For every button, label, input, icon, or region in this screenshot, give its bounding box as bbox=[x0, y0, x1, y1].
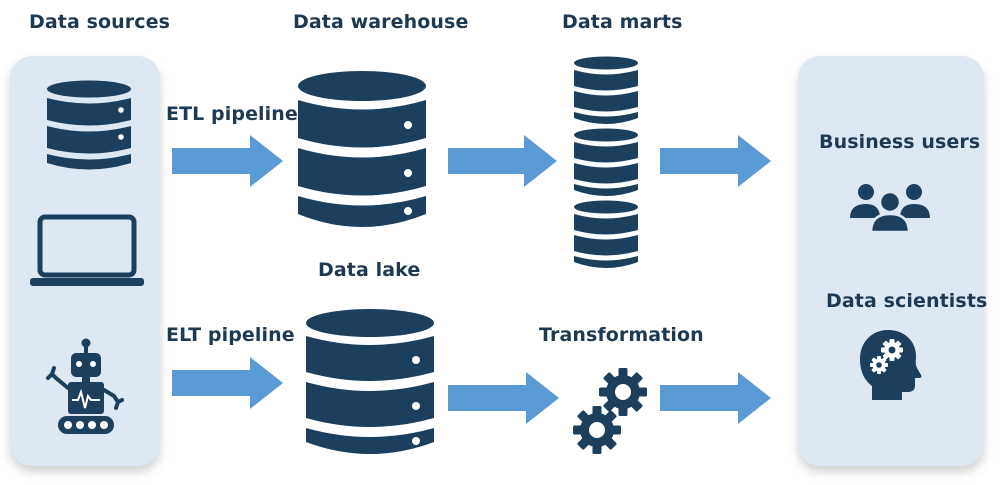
data-warehouse-label: Data warehouse bbox=[293, 11, 469, 33]
head-gears-icon bbox=[860, 330, 922, 400]
database-icon bbox=[574, 128, 638, 196]
data-sources-label: Data sources bbox=[29, 11, 171, 33]
arrow-right-icon bbox=[448, 135, 557, 187]
robot-icon bbox=[46, 338, 124, 434]
laptop-icon bbox=[30, 214, 144, 286]
business-users-label: Business users bbox=[819, 131, 981, 153]
arrow-right-icon bbox=[172, 135, 283, 187]
arrow-right-icon bbox=[448, 372, 559, 424]
data-scientists-label: Data scientists bbox=[826, 290, 988, 312]
elt-pipeline-label: ELT pipeline bbox=[166, 324, 295, 346]
arrow-right-icon bbox=[660, 135, 771, 187]
arrow-right-icon bbox=[660, 372, 771, 424]
arrow-right-icon bbox=[172, 357, 283, 409]
data-lake-label: Data lake bbox=[318, 259, 421, 281]
gear-icon bbox=[599, 368, 647, 416]
database-icon bbox=[298, 71, 426, 227]
database-icon bbox=[574, 56, 638, 124]
users-group-icon bbox=[850, 184, 930, 234]
database-icon bbox=[47, 80, 131, 170]
consumers-panel bbox=[798, 56, 984, 466]
etl-pipeline-label: ETL pipeline bbox=[166, 103, 298, 125]
data-marts-label: Data marts bbox=[562, 11, 683, 33]
transformation-label: Transformation bbox=[539, 324, 704, 346]
database-icon bbox=[306, 309, 434, 454]
gear-icon bbox=[573, 406, 621, 454]
database-icon bbox=[574, 200, 638, 268]
